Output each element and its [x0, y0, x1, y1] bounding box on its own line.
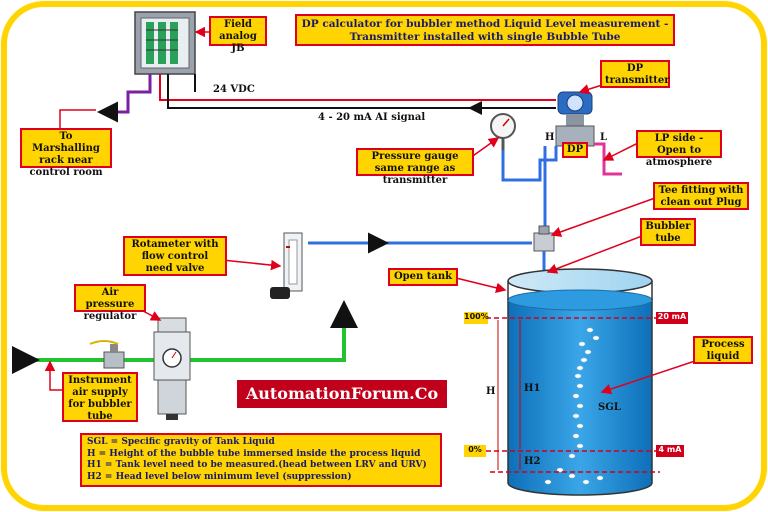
- title-line-2: Transmitter installed with single Bubble…: [349, 31, 621, 43]
- label-process-liquid: Process liquid: [693, 336, 753, 364]
- air-supply-valve: [89, 340, 125, 369]
- label-field-jb: Field analog JB: [209, 16, 267, 54]
- pressure-gauge: [490, 113, 516, 150]
- dp-tag: DP: [562, 142, 588, 158]
- power-cable: [159, 74, 556, 101]
- label-to-marshalling: To Marshalling rack near control room: [20, 128, 112, 178]
- marshalling-cable: [97, 74, 152, 123]
- label-open-tank: Open tank: [388, 268, 458, 286]
- label-dp-transmitter: DP transmitter: [600, 60, 670, 88]
- rotameter: [270, 232, 303, 299]
- legend-line-h: H = Height of the bubble tube immersed i…: [87, 448, 421, 459]
- signal-cable: [167, 74, 556, 109]
- title-line-1: DP calculator for bubbler method Liquid …: [301, 18, 669, 30]
- air-bubbles: [544, 327, 604, 485]
- dim-label-H2: H2: [524, 456, 541, 467]
- label-air-regulator: Air pressure regulator: [74, 284, 146, 322]
- ma-4: 4 mA: [656, 445, 684, 457]
- text-sgl: SGL: [598, 402, 621, 413]
- legend-line-h1: H1 = Tank level need to be measured.(hea…: [87, 460, 427, 470]
- air-pressure-regulator: [153, 317, 191, 420]
- legend-box: SGL = Specific gravity of Tank Liquid H …: [80, 433, 442, 487]
- label-tee-fitting: Tee fitting with clean out Plug: [653, 182, 749, 210]
- label-pressure-gauge: Pressure gauge same range as transmitter: [356, 148, 474, 186]
- text-h-port: H: [545, 132, 555, 143]
- text-ai-signal: 4 - 20 mA AI signal: [318, 112, 426, 123]
- label-instrument-air: Instrument air supply for bubbler tube: [62, 372, 138, 422]
- diagram-title: DP calculator for bubbler method Liquid …: [295, 14, 675, 46]
- tee-fitting: [533, 225, 555, 252]
- legend-line-h2: H2 = Head level below minimum level (sup…: [87, 471, 352, 482]
- junction-box: [134, 11, 196, 75]
- dim-label-H: H: [486, 386, 496, 397]
- open-tank: [507, 268, 653, 496]
- pct-0: 0%: [464, 445, 486, 457]
- legend-line-sgl: SGL = Specific gravity of Tank Liquid: [87, 437, 275, 447]
- text-l-port: L: [600, 132, 608, 143]
- brand-logo: AutomationForum.Co: [237, 380, 447, 408]
- ma-20: 20 mA: [656, 312, 688, 324]
- label-bubbler-tube: Bubbler tube: [640, 218, 696, 246]
- dim-label-H1: H1: [524, 383, 541, 394]
- label-lp-side: LP side - Open to atmosphere: [636, 130, 722, 168]
- dp-transmitter: [555, 91, 595, 147]
- label-rotameter: Rotameter with flow control need valve: [123, 236, 227, 276]
- text-24vdc: 24 VDC: [213, 84, 255, 95]
- gauge-pipe: [501, 146, 558, 182]
- pct-100: 100%: [464, 312, 489, 324]
